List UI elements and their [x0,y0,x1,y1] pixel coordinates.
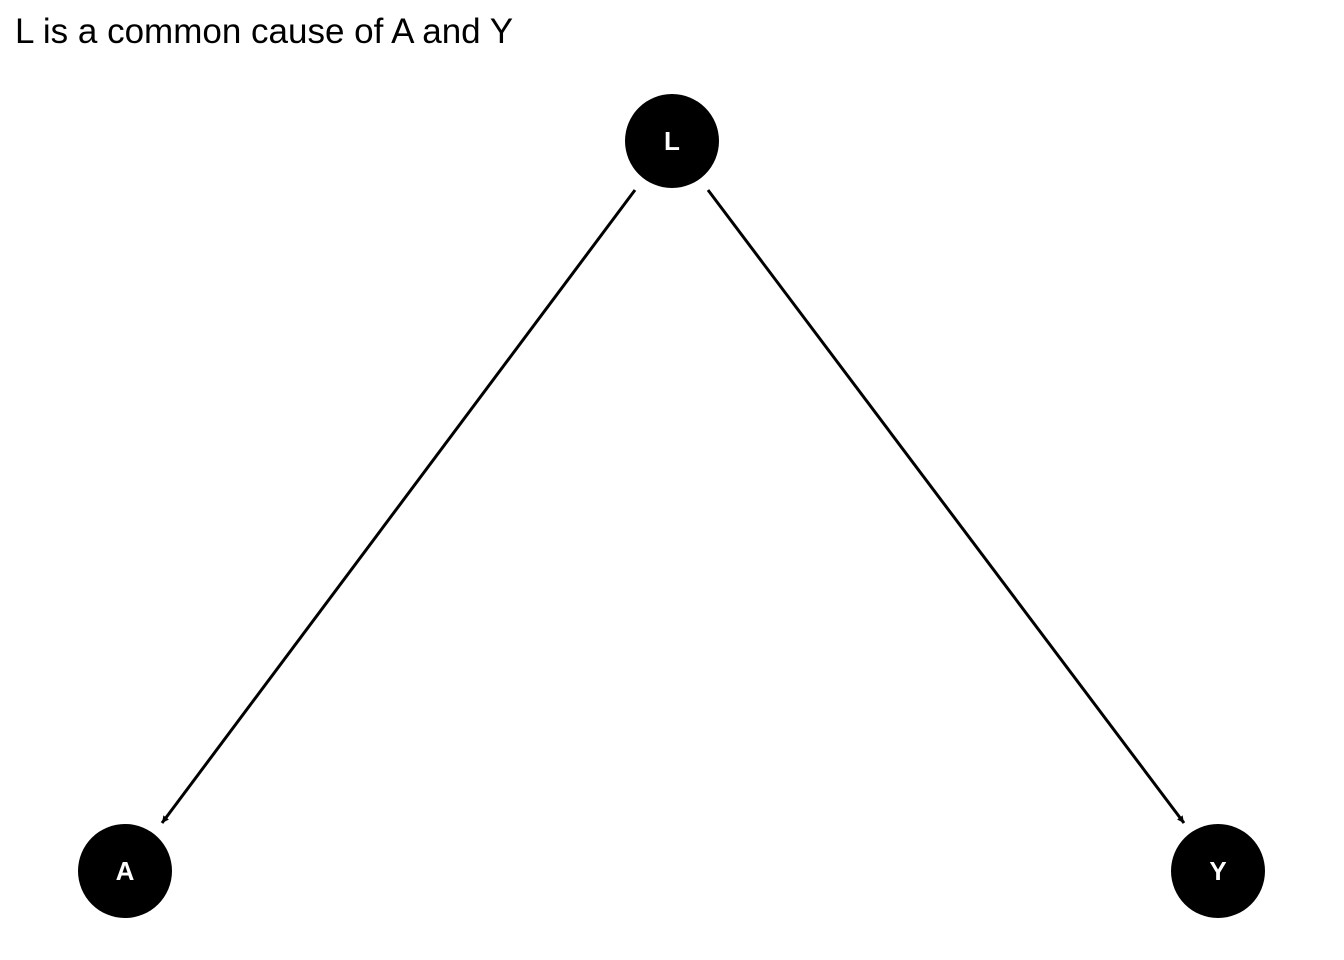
diagram-title: L is a common cause of A and Y [15,12,514,51]
node-y-circle [1171,824,1265,918]
edge-l-to-a [160,189,637,824]
node-l: L [625,94,719,188]
node-y: Y [1171,824,1265,918]
node-y-label: Y [1209,856,1226,886]
node-a-circle [78,824,172,918]
node-a: A [78,824,172,918]
node-a-label: A [116,856,135,886]
node-l-circle [625,94,719,188]
node-l-label: L [664,126,680,156]
edge-l-to-y [706,189,1186,824]
